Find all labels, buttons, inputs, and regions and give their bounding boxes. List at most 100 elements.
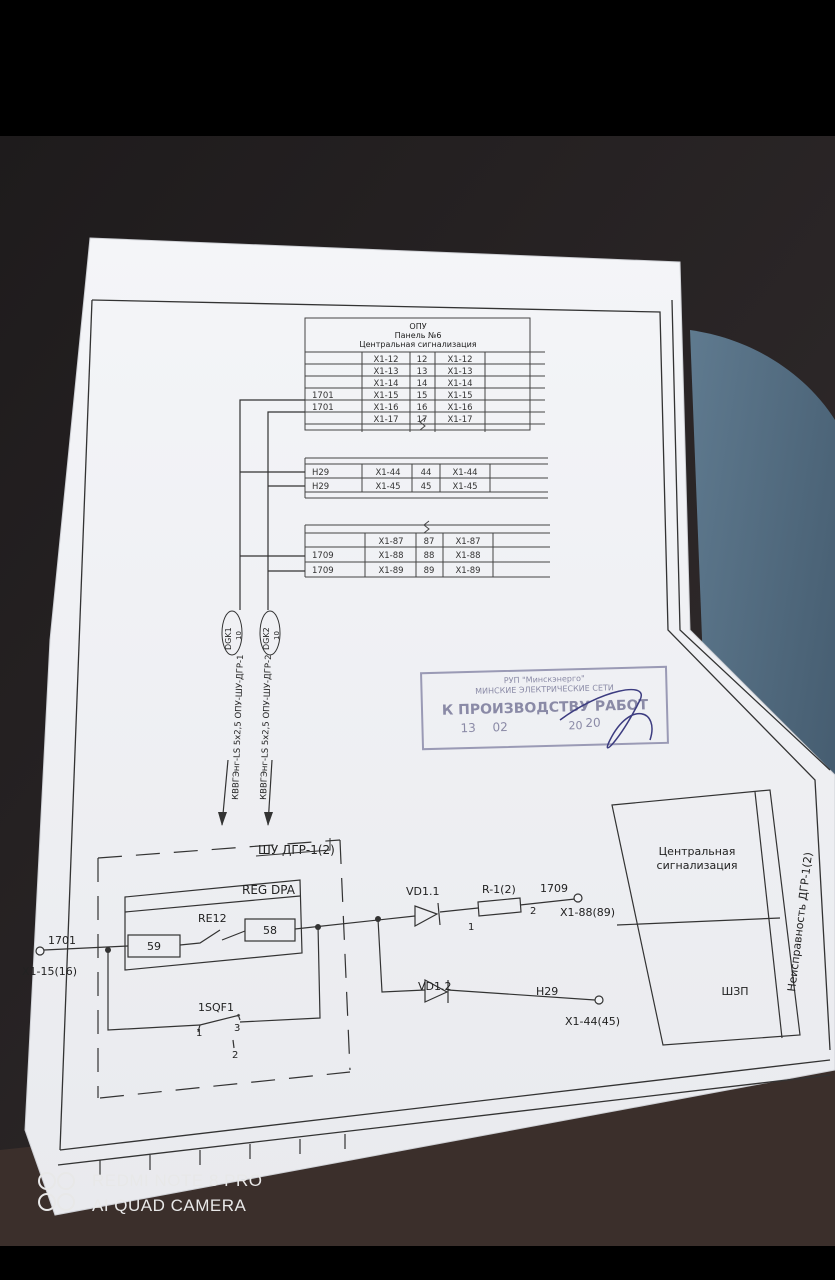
svg-text:1701: 1701 bbox=[312, 391, 334, 401]
svg-text:12: 12 bbox=[417, 355, 428, 365]
junction-dot bbox=[375, 916, 381, 922]
svg-text:45: 45 bbox=[421, 482, 432, 492]
cable-tag-2: DGK2 10 bbox=[259, 610, 281, 656]
output2-terminal-label: X1-44(45) bbox=[565, 1015, 620, 1028]
switch-symbol bbox=[197, 1013, 241, 1033]
break-mark bbox=[423, 520, 430, 534]
table3-row: 1709 X1-89 89 X1-89 bbox=[312, 566, 481, 576]
table2-row: H29 X1-44 44 X1-44 bbox=[312, 468, 478, 478]
svg-text:X1-89: X1-89 bbox=[378, 566, 403, 576]
svg-text:К ПРОИЗВОДСТВУ РАБОТ: К ПРОИЗВОДСТВУ РАБОТ bbox=[442, 697, 649, 718]
terminal-table-3 bbox=[304, 524, 550, 578]
svg-text:X1-17: X1-17 bbox=[447, 415, 472, 425]
junction-dot bbox=[315, 924, 321, 930]
svg-text:16: 16 bbox=[417, 403, 428, 413]
table3-row: 1709 X1-88 88 X1-88 bbox=[312, 551, 481, 561]
table1-row: X1-14 14 X1-14 bbox=[373, 379, 472, 389]
input-terminal-label: X1-15(16) bbox=[22, 965, 77, 978]
cabinet-label: ШУ ДГР-1(2) bbox=[258, 843, 335, 857]
svg-text:X1-13: X1-13 bbox=[447, 367, 472, 377]
watermark-line1: REDMI NOTE 8 PRO bbox=[92, 1171, 262, 1190]
svg-text:X1-44: X1-44 bbox=[375, 468, 400, 478]
svg-text:87: 87 bbox=[424, 537, 435, 547]
drawing-frame bbox=[57, 299, 831, 1166]
output2-wire-label: H29 bbox=[536, 985, 558, 998]
relay-label: RE12 bbox=[198, 912, 227, 925]
switch-label: 1SQF1 bbox=[198, 1001, 234, 1014]
resistor-pin-1: 1 bbox=[468, 922, 474, 933]
output1-terminal-icon bbox=[573, 893, 583, 903]
signature bbox=[559, 688, 653, 749]
svg-text:X1-12: X1-12 bbox=[373, 355, 398, 365]
top-black-bar bbox=[0, 0, 835, 136]
svg-text:44: 44 bbox=[421, 468, 432, 478]
table1-row: 1701 X1-15 15 X1-15 bbox=[312, 391, 473, 401]
svg-text:X1-45: X1-45 bbox=[375, 482, 400, 492]
resistor-pin-2: 2 bbox=[530, 906, 536, 917]
svg-text:X1-14: X1-14 bbox=[373, 379, 398, 389]
table-header-2: Панель №6 bbox=[395, 331, 442, 340]
svg-text:13: 13 bbox=[417, 367, 428, 377]
terminal-59 bbox=[127, 934, 181, 958]
table2-row: H29 X1-45 45 X1-45 bbox=[312, 482, 478, 492]
side-table bbox=[611, 789, 801, 1046]
svg-text:X1-17: X1-17 bbox=[373, 415, 398, 425]
svg-text:20: 20 bbox=[585, 716, 601, 730]
terminal-table-1 bbox=[304, 317, 545, 432]
resistor-label: R-1(2) bbox=[482, 883, 516, 896]
break-mark bbox=[419, 417, 426, 431]
svg-text:X1-87: X1-87 bbox=[378, 537, 403, 547]
svg-text:X1-88: X1-88 bbox=[455, 551, 480, 561]
camera-lens-icon bbox=[57, 1193, 75, 1211]
table1-row: 1701 X1-16 16 X1-16 bbox=[312, 403, 473, 413]
side-cell-subtitle: сигнализация bbox=[657, 859, 738, 872]
junction-dot bbox=[105, 947, 111, 953]
svg-text:H29: H29 bbox=[312, 468, 329, 478]
svg-text:РУП "Минскэнерго": РУП "Минскэнерго" bbox=[504, 674, 585, 685]
svg-text:X1-16: X1-16 bbox=[447, 403, 472, 413]
arrow-down-icon bbox=[218, 812, 227, 826]
input-wire-label: 1701 bbox=[48, 934, 76, 947]
terminal-58-label: 58 bbox=[263, 924, 277, 937]
input-terminal-icon bbox=[35, 946, 45, 956]
camera-lens-icon bbox=[38, 1172, 56, 1190]
circuit-wires bbox=[43, 898, 596, 1049]
svg-text:10: 10 bbox=[235, 631, 243, 640]
switch-pin-2: 2 bbox=[232, 1050, 238, 1061]
cable-lines bbox=[221, 399, 305, 826]
table3-row: X1-87 87 X1-87 bbox=[378, 537, 480, 547]
relay-contact bbox=[179, 929, 246, 946]
cabinet-outline bbox=[97, 839, 351, 1099]
terminal-table-2 bbox=[304, 457, 548, 499]
svg-text:X1-45: X1-45 bbox=[452, 482, 477, 492]
approval-stamp: РУП "Минскэнерго" МИНСКИЕ ЭЛЕКТРИЧЕСКИЕ … bbox=[420, 665, 669, 751]
paper-sheet bbox=[24, 237, 835, 1216]
svg-text:1709: 1709 bbox=[312, 551, 334, 561]
svg-text:88: 88 bbox=[424, 551, 435, 561]
svg-text:DGK1: DGK1 bbox=[224, 627, 233, 650]
svg-text:1709: 1709 bbox=[312, 566, 334, 576]
camera-lens-icon bbox=[38, 1193, 56, 1211]
svg-text:02: 02 bbox=[492, 720, 508, 734]
svg-text:X1-15: X1-15 bbox=[373, 391, 398, 401]
side-cell-2: ШЗП bbox=[721, 985, 748, 998]
arrow-down-icon bbox=[264, 812, 273, 826]
switch-pin-3: 3 bbox=[234, 1023, 240, 1034]
table1-row: X1-13 13 X1-13 bbox=[373, 367, 472, 377]
terminal-59-label: 59 bbox=[147, 940, 161, 953]
camera-watermark: REDMI NOTE 8 PRO AI QUAD CAMERA bbox=[38, 1171, 262, 1215]
frame-ticks bbox=[99, 1134, 346, 1175]
svg-text:X1-89: X1-89 bbox=[455, 566, 480, 576]
table-header-3: Центральная сигнализация bbox=[359, 340, 476, 349]
resistor-icon bbox=[477, 897, 522, 917]
svg-text:DGK2: DGK2 bbox=[262, 627, 271, 650]
svg-text:X1-12: X1-12 bbox=[447, 355, 472, 365]
svg-text:X1-13: X1-13 bbox=[373, 367, 398, 377]
diode1-label: VD1.1 bbox=[406, 885, 440, 898]
diode-vd11-icon bbox=[414, 902, 441, 928]
output1-terminal-label: X1-88(89) bbox=[560, 906, 615, 919]
svg-text:X1-88: X1-88 bbox=[378, 551, 403, 561]
device-label: REG DPA bbox=[242, 883, 296, 897]
svg-text:13: 13 bbox=[460, 721, 476, 735]
